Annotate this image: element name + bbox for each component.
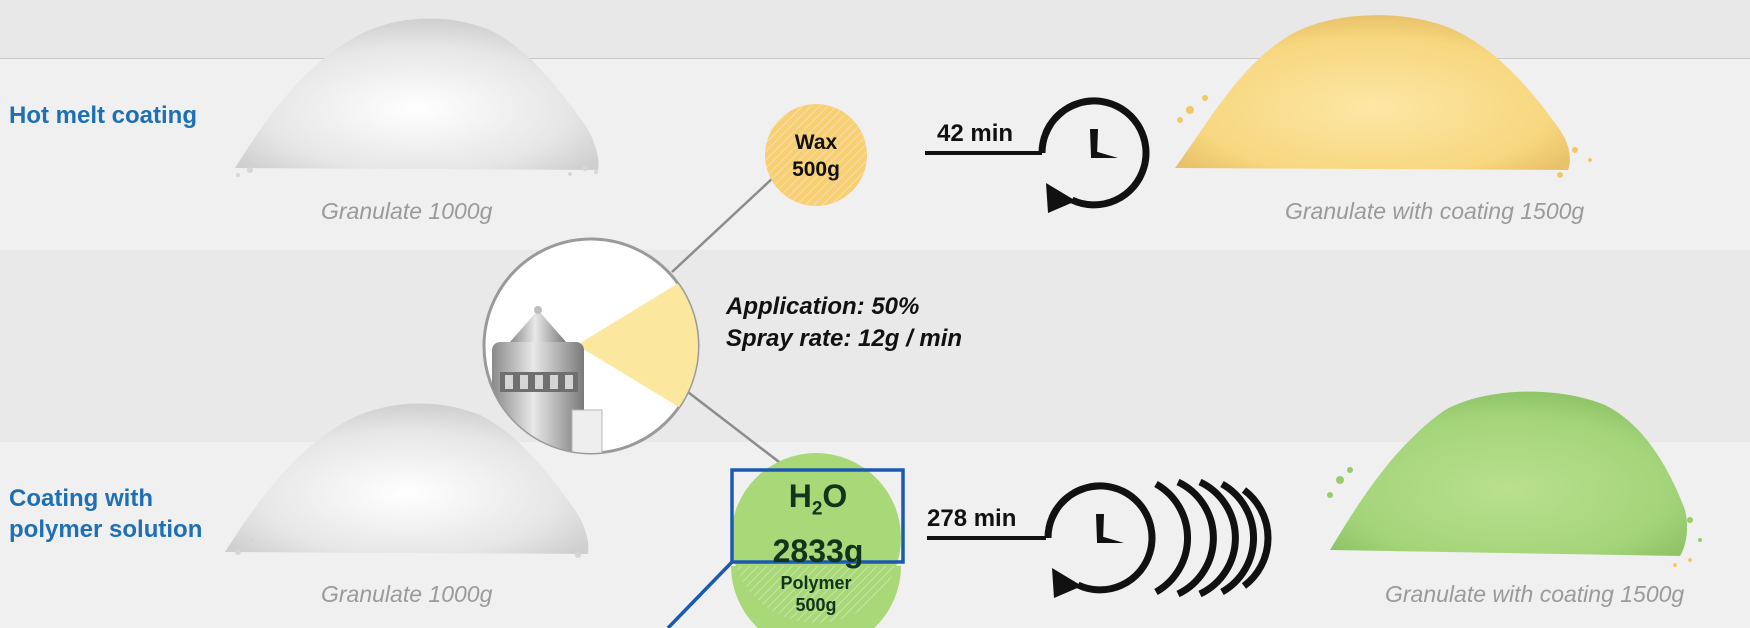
process-label-hot-melt: Hot melt coating bbox=[9, 100, 197, 131]
process-label-line: Hot melt coating bbox=[9, 102, 198, 129]
process-label-polymer-solution: Coating with polymer solution bbox=[9, 483, 202, 545]
polymer-badge-text: Polymer 500g bbox=[766, 572, 866, 616]
polymer-amount: 500g bbox=[795, 595, 837, 615]
spray-nozzle-icon bbox=[482, 237, 700, 455]
input-caption: Granulate 1000g bbox=[321, 581, 493, 607]
granulate-pile-white-icon bbox=[235, 18, 599, 177]
wax-amount: 500g bbox=[792, 158, 840, 181]
spray-parameters: Application: 50% Spray rate: 12g / min bbox=[726, 291, 962, 355]
granulate-pile-white-icon bbox=[225, 403, 589, 558]
process-label-line: Coating with bbox=[9, 485, 153, 512]
h2o-formula: H2O bbox=[788, 478, 848, 520]
granulate-pile-yellow-icon bbox=[1175, 15, 1592, 178]
stopwatch-ripple-icon bbox=[1154, 478, 1272, 598]
connector-line bbox=[671, 175, 776, 273]
wax-badge bbox=[765, 104, 867, 206]
process-label-line: polymer solution bbox=[9, 516, 203, 543]
spray-cone bbox=[577, 270, 698, 420]
output-caption: Granulate with coating 1500g bbox=[1285, 198, 1585, 224]
spray-rate-value: Spray rate: 12g / min bbox=[726, 325, 963, 352]
polymer-badge bbox=[731, 453, 901, 628]
wax-label: Wax bbox=[794, 131, 838, 154]
granulate-pile-green-icon bbox=[1327, 391, 1702, 567]
top-band bbox=[0, 0, 1750, 59]
application-value: Application: 50% bbox=[726, 293, 920, 320]
h2o-callout-line bbox=[666, 560, 734, 628]
h2o-badge-text: H2O 2833g bbox=[734, 475, 902, 572]
output-caption: Granulate with coating 1500g bbox=[1385, 581, 1685, 607]
wax-badge-text: Wax 500g bbox=[766, 129, 866, 183]
h2o-amount: 2833g bbox=[772, 533, 864, 570]
stopwatch-icon bbox=[1044, 482, 1156, 598]
polymer-label: Polymer bbox=[780, 573, 852, 593]
stopwatch-icon bbox=[1038, 97, 1150, 213]
h2o-highlight-box bbox=[730, 468, 905, 564]
connector-line bbox=[683, 388, 784, 466]
time-label: 42 min bbox=[937, 120, 1014, 147]
input-caption: Granulate 1000g bbox=[321, 198, 493, 224]
time-label: 278 min bbox=[927, 505, 1017, 532]
